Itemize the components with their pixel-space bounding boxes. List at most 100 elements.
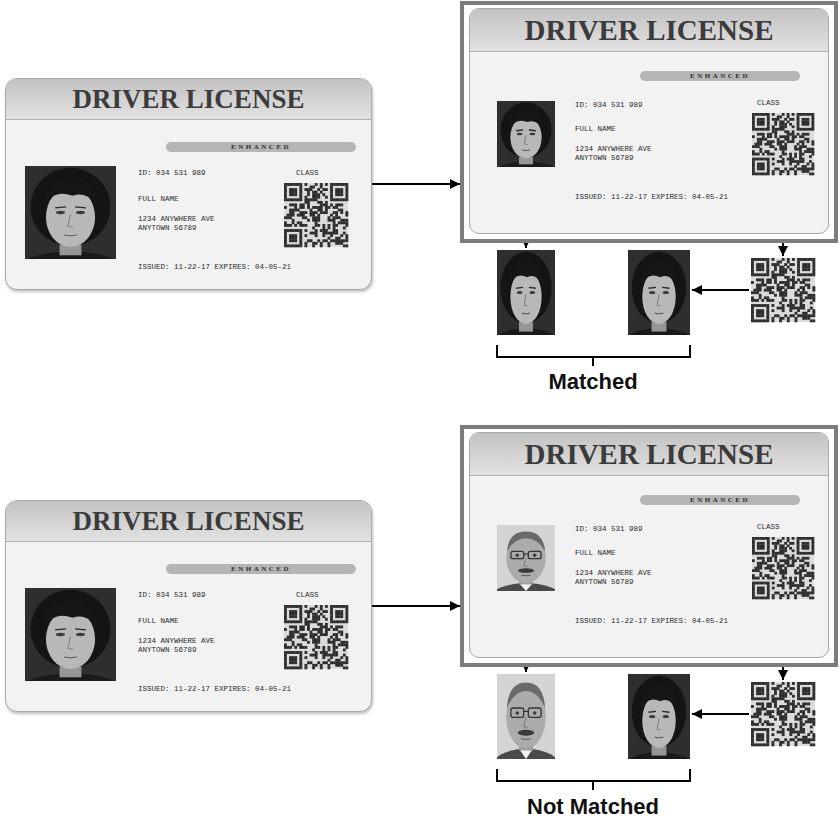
qr-code-part bbox=[764, 713, 767, 716]
qr-code-part bbox=[807, 296, 810, 299]
qr-code-part bbox=[810, 258, 813, 261]
qr-code-part bbox=[312, 620, 315, 623]
qr-code-part bbox=[315, 620, 318, 623]
qr-code-part bbox=[787, 710, 790, 713]
qr-code-part bbox=[804, 168, 807, 171]
qr-code-part bbox=[789, 584, 792, 587]
qr-code-part bbox=[299, 661, 302, 664]
qr-code-part bbox=[792, 140, 795, 143]
qr-code-part bbox=[766, 268, 769, 271]
qr-code-part bbox=[292, 188, 295, 191]
qr-code-part bbox=[766, 697, 769, 700]
qr-code-part bbox=[333, 229, 336, 232]
qr-code-part bbox=[752, 135, 755, 138]
qr-code-part bbox=[774, 168, 777, 171]
qr-code-part bbox=[802, 542, 805, 545]
qr-code-part bbox=[784, 118, 787, 121]
qr-code-part bbox=[310, 239, 313, 242]
qr-code-part bbox=[335, 625, 338, 628]
qr-code-part bbox=[325, 188, 328, 191]
qr-code-part bbox=[804, 120, 807, 123]
qr-code-part bbox=[315, 196, 318, 199]
qr-code-part bbox=[289, 638, 292, 641]
qr-code-part bbox=[762, 577, 765, 580]
qr-code-part bbox=[751, 319, 754, 322]
dates-field: ISSUED: 11-22-17 EXPIRES: 04-05-21 bbox=[138, 263, 291, 272]
qr-code-part bbox=[779, 726, 782, 729]
qr-code-part bbox=[807, 266, 810, 269]
qr-code-part bbox=[320, 203, 323, 206]
qr-code-part bbox=[312, 618, 315, 621]
qr-code-part bbox=[764, 728, 767, 731]
young-man-photo-part bbox=[500, 102, 551, 157]
qr-code-part bbox=[335, 605, 338, 608]
qr-code-part bbox=[304, 242, 307, 245]
qr-code-part bbox=[752, 173, 755, 176]
qr-code-part bbox=[289, 216, 292, 219]
qr-code-part bbox=[299, 633, 302, 636]
qr-code-part bbox=[800, 299, 803, 302]
qr-code-part bbox=[320, 631, 323, 634]
qr-code-part bbox=[799, 135, 802, 138]
qr-code-part bbox=[812, 299, 815, 302]
qr-code-part bbox=[802, 123, 805, 126]
qr-code-part bbox=[807, 294, 810, 297]
qr-code-part bbox=[294, 209, 297, 212]
qr-code-part bbox=[772, 170, 775, 173]
qr-code-part bbox=[784, 567, 787, 570]
qr-code-part bbox=[320, 666, 323, 669]
qr-code-part bbox=[792, 160, 795, 163]
flow-arrow bbox=[372, 183, 460, 185]
qr-code-part bbox=[771, 317, 774, 320]
qr-code-part bbox=[795, 736, 798, 739]
young-man-photo-part bbox=[663, 715, 669, 718]
qr-code-part bbox=[289, 656, 292, 659]
qr-code-part bbox=[761, 268, 764, 271]
qr-code-part bbox=[312, 232, 315, 235]
qr-code-part bbox=[762, 158, 765, 161]
qr-code-part bbox=[807, 268, 810, 271]
qr-code-part bbox=[307, 191, 310, 194]
qr-code-part bbox=[287, 244, 290, 247]
qr-code-part bbox=[769, 143, 772, 146]
qr-code-part bbox=[340, 193, 343, 196]
qr-code-part bbox=[761, 266, 764, 269]
qr-code-part bbox=[807, 123, 810, 126]
qr-code-part bbox=[287, 224, 290, 227]
qr-code-part bbox=[759, 713, 762, 716]
qr-code-part bbox=[784, 263, 787, 266]
qr-code-part bbox=[807, 133, 810, 136]
qr-code-part bbox=[772, 158, 775, 161]
qr-code-part bbox=[787, 544, 790, 547]
qr-code-part bbox=[752, 128, 755, 131]
qr-code-part bbox=[322, 211, 325, 214]
qr-code-part bbox=[769, 281, 772, 284]
qr-code-part bbox=[802, 592, 805, 595]
qr-code-part bbox=[804, 138, 807, 141]
qr-code-part bbox=[751, 736, 754, 739]
qr-code-part bbox=[294, 229, 297, 232]
qr-code-part bbox=[769, 135, 772, 138]
qr-code-part bbox=[762, 113, 765, 116]
qr-code-part bbox=[766, 682, 769, 685]
qr-code-part bbox=[805, 690, 808, 693]
qr-code-part bbox=[782, 594, 785, 597]
qr-code-part bbox=[297, 631, 300, 634]
qr-code-part bbox=[792, 557, 795, 560]
qr-code-part bbox=[328, 641, 331, 644]
qr-code-part bbox=[792, 708, 795, 711]
qr-code-part bbox=[315, 232, 318, 235]
qr-code-part bbox=[782, 710, 785, 713]
qr-code-part bbox=[292, 656, 295, 659]
young-man-photo-part bbox=[640, 684, 677, 713]
qr-code-part bbox=[751, 685, 754, 688]
qr-code-part bbox=[812, 271, 815, 274]
qr-code-part bbox=[759, 592, 762, 595]
qr-code-part bbox=[751, 731, 754, 734]
extraction-arrow bbox=[692, 289, 749, 291]
qr-code-part bbox=[795, 743, 798, 746]
young-man-photo-part bbox=[76, 211, 85, 214]
qr-code-part bbox=[335, 636, 338, 639]
qr-code-part bbox=[789, 302, 792, 305]
qr-code-part bbox=[759, 718, 762, 721]
